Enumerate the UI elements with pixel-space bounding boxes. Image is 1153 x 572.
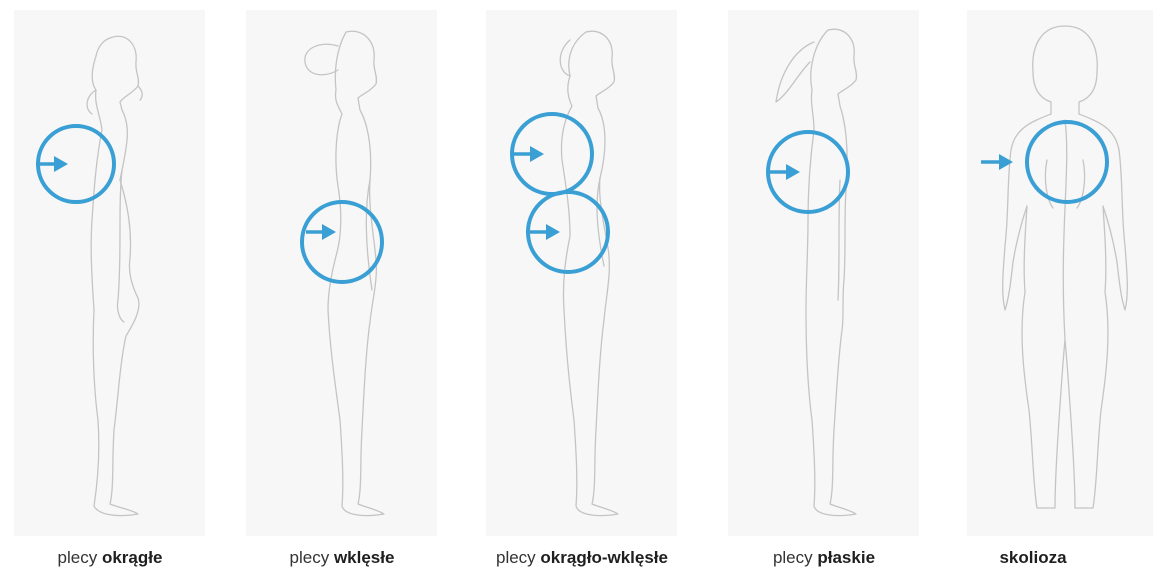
panel-flat-back [728,10,919,536]
side-view-woman-figure [728,10,919,536]
panel-rounded-hollow-back [486,10,677,536]
arrowhead-icon [322,224,336,240]
caption-prefix: plecy [496,548,536,567]
caption-bold: skolioza [999,548,1066,567]
panel-hollow-back [246,10,437,536]
back-view-woman-figure [967,10,1153,536]
caption-rounded-hollow-back: plecy okrągło-wklęsłe [462,548,702,568]
caption-hollow-back: plecy wklęsłe [222,548,462,568]
panel-rounded-back [14,10,205,536]
caption-bold: wklęsłe [334,548,395,567]
caption-prefix: plecy [290,548,330,567]
caption-prefix: plecy [773,548,813,567]
caption-scoliosis: skolioza [913,548,1153,568]
caption-bold: okrągło-wklęsłe [540,548,668,567]
caption-bold: okrągłe [102,548,162,567]
side-view-woman-figure [246,10,437,536]
side-view-woman-figure [486,10,677,536]
caption-rounded-back: plecy okrągłe [0,548,230,568]
arrowhead-icon [546,224,560,240]
caption-bold: płaskie [817,548,875,567]
caption-prefix: plecy [58,548,98,567]
arrowhead-icon [530,146,544,162]
hollow-back-target-icon [302,202,382,282]
arrowhead-icon [54,156,68,172]
caption-flat-back: plecy płaskie [704,548,944,568]
panel-scoliosis [967,10,1153,536]
arrowhead-icon [786,164,800,180]
side-view-woman-figure [14,10,205,536]
